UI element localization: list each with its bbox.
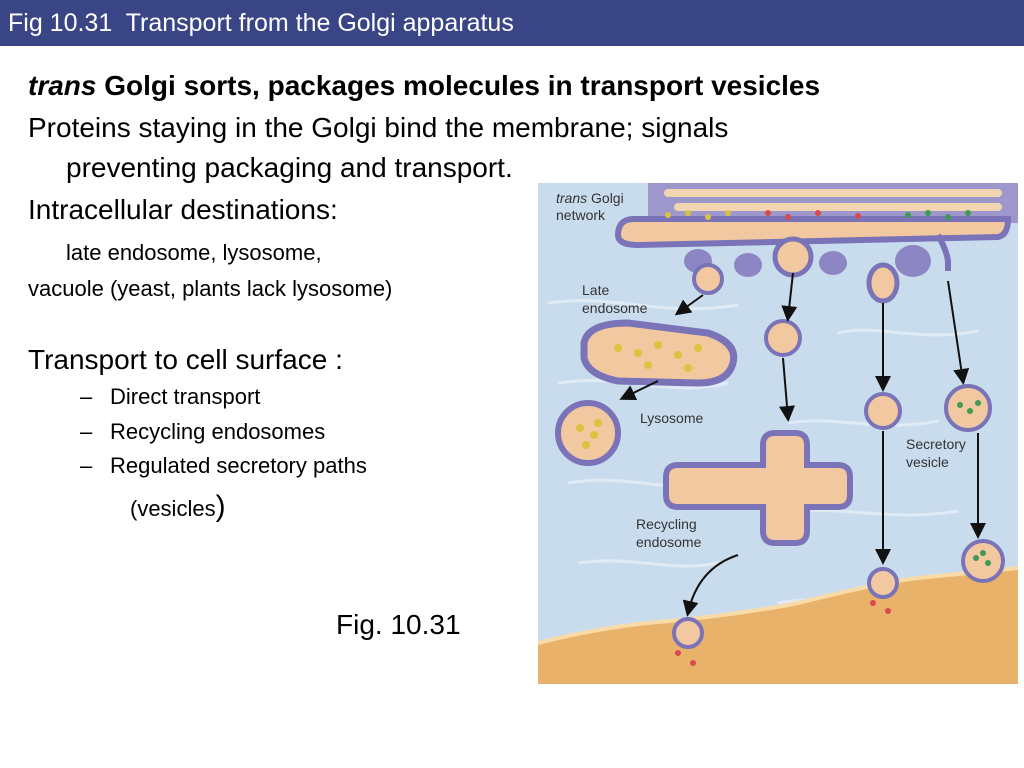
label-lysosome: Lysosome (640, 410, 704, 426)
label-late-2: endosome (582, 300, 648, 316)
golgi-network (614, 183, 1018, 304)
golgi-transport-illustration: trans Golgi network Late endosome Lysoso… (538, 183, 1018, 684)
body-line-5: vacuole (yeast, plants lack lysosome) (28, 276, 393, 301)
body-line-1: Proteins staying in the Golgi bind the m… (28, 112, 729, 143)
label-recycling-2: endosome (636, 534, 702, 550)
transport-vesicle (864, 392, 902, 430)
transport-arrows (619, 272, 986, 617)
bullet-1: Direct transport (110, 384, 261, 409)
bullet-dash-1: – (80, 384, 93, 409)
plasma-membrane (538, 568, 1018, 684)
heading-italic: trans (28, 70, 97, 101)
late-endosome (580, 319, 738, 387)
body-line-3: Intracellular destinations: (28, 194, 338, 225)
label-tgn-line1: trans Golgi (556, 190, 624, 206)
label-recycling-1: Recycling (636, 516, 697, 532)
body-line-6: Transport to cell surface : (28, 344, 343, 375)
figure-caption: Fig. 10.31 (336, 609, 461, 640)
label-secretory-2: vesicle (906, 454, 949, 470)
bullet-dash-3: – (80, 453, 93, 478)
label-secretory-1: Secretory (906, 436, 966, 452)
bullet-2: Recycling endosomes (110, 419, 326, 444)
body-line-2: preventing packaging and transport. (66, 152, 513, 183)
heading-rest: Golgi sorts, packages molecules in trans… (96, 70, 821, 101)
lysosome (555, 400, 621, 466)
label-tgn-italic: trans (556, 190, 587, 206)
body-line-4: late endosome, lysosome, (66, 240, 322, 265)
recycling-endosome (663, 430, 853, 546)
secretory-vesicle (944, 384, 992, 432)
slide-title: Fig 10.31 Transport from the Golgi appar… (8, 9, 514, 37)
transport-vesicle (692, 263, 724, 295)
bullet-3: Regulated secretory paths (110, 453, 367, 478)
bullet-dash-2: – (80, 419, 93, 444)
label-tgn-line2: network (556, 207, 606, 223)
title-bar: Fig 10.31 Transport from the Golgi appar… (0, 0, 1024, 46)
vesicles-note: (vesicles) (130, 490, 226, 524)
label-late-1: Late (582, 282, 609, 298)
vesicles-paren: ) (215, 490, 226, 523)
label-tgn-rest: Golgi (587, 190, 624, 206)
transport-vesicle (764, 319, 802, 357)
heading: trans Golgi sorts, packages molecules in… (28, 70, 820, 102)
vesicles-text: (vesicles (130, 496, 216, 521)
